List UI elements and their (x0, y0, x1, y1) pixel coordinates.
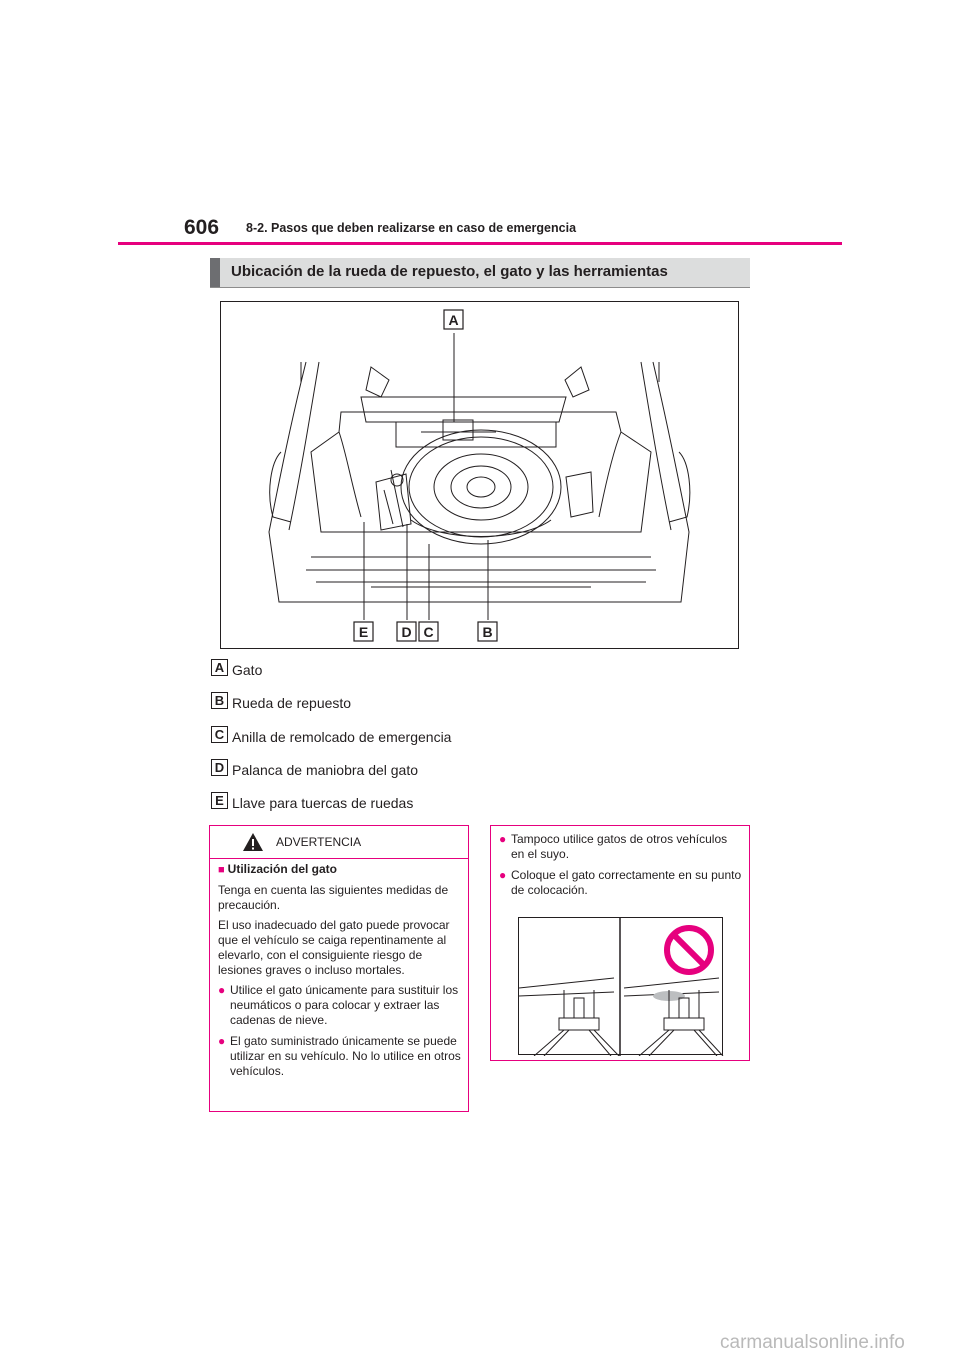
callout-e: E (359, 624, 368, 640)
legend-text-b: Rueda de repuesto (232, 695, 352, 711)
legend-key-c: C (211, 726, 228, 743)
legend-key-d: D (211, 759, 228, 776)
warning-body: ■Utilización del gato Tenga en cuenta la… (218, 862, 462, 1085)
legend-key-b: B (211, 692, 228, 709)
jack-placement-illustration (519, 918, 724, 1056)
warning-triangle-icon (243, 833, 263, 851)
section-title: Ubicación de la rueda de repuesto, el ga… (231, 263, 668, 280)
warning-bullet-text-1: Utilice el gato únicamente para sustitui… (230, 983, 459, 1027)
warning-bullet-2: ● El gato suministrado únicamente se pue… (218, 1034, 462, 1079)
trunk-illustration: A E D C B (268, 309, 691, 642)
section-bar-tick (210, 258, 220, 287)
legend-text-e: Llave para tuercas de ruedas (232, 795, 414, 811)
legend-text-d: Palanca de maniobra del gato (232, 762, 419, 778)
warning-box-continued: ● Tampoco utilice gatos de otros vehícul… (490, 825, 750, 1061)
warning-box: ADVERTENCIA ■Utilización del gato Tenga … (209, 825, 469, 1112)
square-bullet-icon: ■ (218, 864, 225, 876)
legend-key-a: A (211, 659, 228, 676)
legend-text-c: Anilla de remolcado de emergencia (232, 729, 452, 745)
prohibited-icon (664, 925, 714, 975)
callout-c: C (423, 624, 433, 640)
warning-para-1: Tenga en cuenta las siguientes medidas d… (218, 883, 449, 912)
warning-bullet-3: ● Tampoco utilice gatos de otros vehícul… (499, 832, 743, 862)
header-rule (118, 242, 842, 245)
legend-key-e: E (211, 792, 228, 809)
bullet-dot-icon: ● (499, 868, 507, 882)
callout-a: A (448, 312, 458, 328)
bullet-dot-icon: ● (499, 832, 507, 846)
callout-d: D (401, 624, 411, 640)
warning-bullet-4: ● Coloque el gato correctamente en su pu… (499, 868, 743, 898)
warning-bullet-1: ● Utilice el gato únicamente para sustit… (218, 983, 462, 1028)
trunk-figure: A E D C B (220, 301, 739, 649)
watermark: carmanualsonline.info (720, 1332, 905, 1353)
section-bar: Ubicación de la rueda de repuesto, el ga… (210, 258, 750, 288)
warning-para-2: El uso inadecuado del gato puede provoca… (218, 918, 450, 977)
callout-b: B (482, 624, 492, 640)
warning-bullet-text-2: El gato suministrado únicamente se puede… (230, 1034, 461, 1078)
jack-placement-figure (518, 917, 724, 1056)
warning-bullet-text-4: Coloque el gato correctamente en su punt… (511, 868, 742, 897)
warning-subtitle: Utilización del gato (227, 862, 337, 876)
warning-header: ADVERTENCIA (210, 826, 468, 859)
legend-text-a: Gato (232, 662, 263, 678)
bullet-dot-icon: ● (218, 983, 226, 997)
warning-body-continued: ● Tampoco utilice gatos de otros vehícul… (499, 832, 743, 904)
page-number: 606 (184, 216, 220, 239)
warning-bullet-text-3: Tampoco utilice gatos de otros vehículos… (511, 832, 728, 861)
bullet-dot-icon: ● (218, 1034, 226, 1048)
warning-label: ADVERTENCIA (276, 835, 362, 849)
chapter-title: 8-2. Pasos que deben realizarse en caso … (246, 221, 577, 235)
